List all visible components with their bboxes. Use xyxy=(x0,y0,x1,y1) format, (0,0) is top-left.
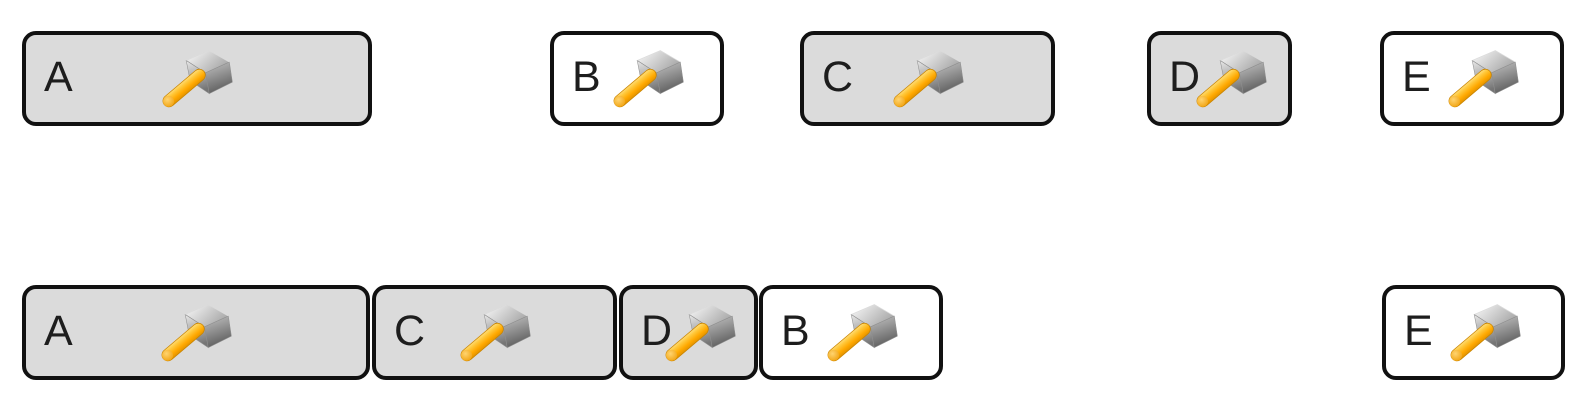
top-card-b[interactable]: B xyxy=(550,31,724,126)
card-label: E xyxy=(1404,306,1433,355)
card-label: C xyxy=(822,52,854,101)
hammer-icon xyxy=(608,45,688,113)
hammer-icon xyxy=(1445,299,1525,367)
hammer-icon xyxy=(1443,45,1523,113)
card-label: A xyxy=(44,52,73,101)
card-label: E xyxy=(1402,52,1431,101)
card-label: C xyxy=(394,306,426,355)
card-label: D xyxy=(641,306,673,355)
top-card-c[interactable]: C xyxy=(800,31,1055,126)
hammer-icon xyxy=(822,299,902,367)
hammer-icon xyxy=(888,45,968,113)
bottom-card-c[interactable]: C xyxy=(372,285,617,380)
bottom-card-b[interactable]: B xyxy=(759,285,943,380)
hammer-icon xyxy=(660,299,740,367)
top-card-d[interactable]: D xyxy=(1147,31,1292,126)
top-card-e[interactable]: E xyxy=(1380,31,1564,126)
top-card-a[interactable]: A xyxy=(22,31,372,126)
hammer-icon xyxy=(1191,45,1271,113)
card-label: A xyxy=(44,306,73,355)
card-label: D xyxy=(1169,52,1201,101)
bottom-card-a[interactable]: A xyxy=(22,285,370,380)
hammer-icon xyxy=(157,45,237,113)
bottom-card-e[interactable]: E xyxy=(1382,285,1565,380)
hammer-icon xyxy=(455,299,535,367)
bottom-card-d[interactable]: D xyxy=(619,285,758,380)
card-label: B xyxy=(781,306,810,355)
card-label: B xyxy=(572,52,601,101)
hammer-icon xyxy=(156,299,236,367)
